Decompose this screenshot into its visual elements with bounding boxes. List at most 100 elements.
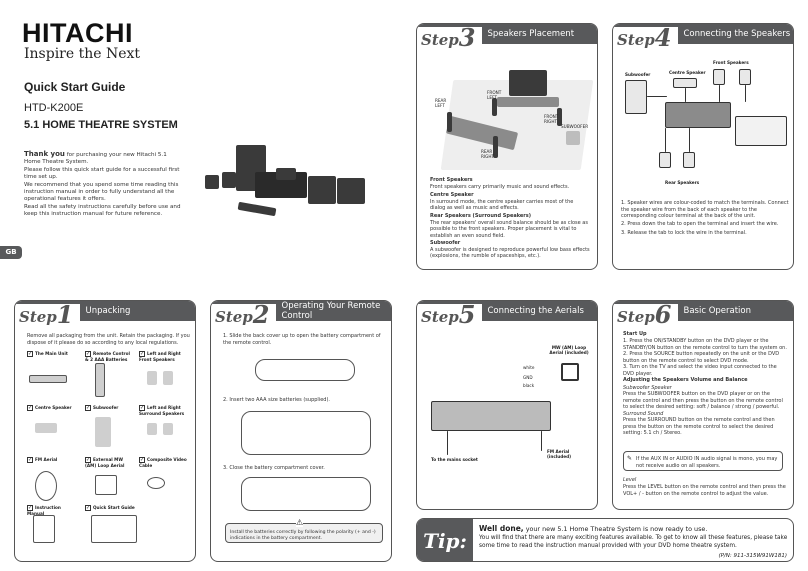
battery-warning: ⚠ Install the batteries correctly by fol… xyxy=(225,518,383,543)
note-icon: ✎ xyxy=(627,455,633,462)
surround-image-r xyxy=(163,423,173,435)
item-quick-guide: ✓Quick Start Guide xyxy=(85,505,135,511)
subwoofer-image xyxy=(95,417,111,447)
adjust-heading: Adjusting the Speakers Volume and Balanc… xyxy=(623,377,748,383)
remote-batteries-image xyxy=(241,411,371,455)
step2-instr-3: 3. Close the battery compartment cover. xyxy=(223,465,325,471)
step4-instr-3: 3. Release the tab to lock the wire in t… xyxy=(621,230,747,236)
step3-badge: Step3 xyxy=(417,26,482,50)
item-front-speakers: ✓Left and Right Front Speakers xyxy=(139,351,181,362)
rear-speakers-text: Rear Speakers (Surround Speakers)The rea… xyxy=(430,213,588,239)
step2-panel: Step2 Operating Your Remote Control 1. S… xyxy=(210,300,392,562)
tip-badge: Tip: xyxy=(417,519,473,561)
step3-panel: Step3 Speakers Placement REAR LEFT FRONT… xyxy=(416,23,598,270)
fm-aerial-image xyxy=(35,471,57,501)
remote-closed-image xyxy=(241,477,371,511)
step5-badge: Step5 xyxy=(417,303,482,327)
model-number: HTD-K200E xyxy=(24,102,84,114)
startup-heading: Start Up xyxy=(623,331,647,337)
level-instr: Press the LEVEL button on the remote con… xyxy=(623,484,786,497)
item-main-unit: ✓The Main Unit xyxy=(27,351,68,357)
step1-header: Step1 Unpacking xyxy=(15,301,195,327)
label-front-speakers: Front Speakers xyxy=(713,60,749,65)
item-remote: ✓Remote Control & 2 AAA Batteries xyxy=(85,351,130,362)
mw-loop-image xyxy=(561,363,579,381)
step2-header: Step2 Operating Your Remote Control xyxy=(211,301,391,327)
step4-instr-2: 2. Press down the tab to open the termin… xyxy=(621,221,779,227)
fm-cable xyxy=(541,431,542,451)
remote-open-image xyxy=(255,359,355,381)
tip-word: Tip: xyxy=(423,529,467,553)
step4-panel: Step4 Connecting the Speakers Front Spea… xyxy=(612,23,794,270)
step1-intro: Remove all packaging from the unit. Reta… xyxy=(27,333,190,346)
label-black: black xyxy=(523,383,535,388)
label-centre-speaker: Centre Speaker xyxy=(669,70,706,75)
step3-header: Step3 Speakers Placement xyxy=(417,24,597,50)
label-rear-left: REAR LEFT xyxy=(435,98,447,108)
system-title: 5.1 HOME THEATRE SYSTEM xyxy=(24,119,178,131)
cover-p3: Read all the safety instructions careful… xyxy=(24,204,181,217)
step6-header: Step6 Basic Operation xyxy=(613,301,793,327)
item-mw-aerial: ✓External MW (AM) Loop Aerial xyxy=(85,457,125,468)
language-tab: GB xyxy=(0,246,22,259)
step4-instr-1: 1. Speaker wires are colour-coded to mat… xyxy=(621,200,789,219)
subwoofer-heading: Subwoofer Speaker xyxy=(623,385,672,391)
manual-image xyxy=(33,515,55,543)
tip-line2: You will find that there are many exciti… xyxy=(479,535,788,549)
step2-instr-1: 1. Slide the back cover up to open the b… xyxy=(223,333,381,346)
step6-title: Basic Operation xyxy=(683,306,752,316)
step6-panel: Step6 Basic Operation Start Up 1. Press … xyxy=(612,300,794,510)
step4-header: Step4 Connecting the Speakers xyxy=(613,24,793,50)
front-speaker-image-l xyxy=(147,371,157,385)
cover-intro: Thank you for purchasing your new Hitach… xyxy=(24,151,184,166)
centre-speaker-image xyxy=(35,423,57,433)
item-subwoofer: ✓Subwoofer xyxy=(85,405,119,411)
item-fm-aerial: ✓FM Aerial xyxy=(27,457,58,463)
thank-rest: for purchasing your new Hitachi 5.1 Home… xyxy=(24,152,167,165)
step1-panel: Step1 Unpacking Remove all packaging fro… xyxy=(14,300,196,562)
tip-rest: your new 5.1 Home Theatre System is now … xyxy=(523,525,708,533)
label-subwoofer-4: Subwoofer xyxy=(625,72,651,77)
part-number: (P/N: 911-315W91W181) xyxy=(718,553,787,559)
label-rear-speakers: Rear Speakers xyxy=(665,180,700,185)
main-unit-image xyxy=(29,375,67,383)
quick-guide-image xyxy=(91,515,137,543)
language-tab-label: GB xyxy=(5,248,17,256)
step1-badge: Step1 xyxy=(15,303,80,327)
label-fm-aerial: FM Aerial (included) xyxy=(547,449,571,459)
warning-icon: ⚠ xyxy=(296,518,304,527)
step3-title: Speakers Placement xyxy=(487,29,575,39)
item-manual: ✓Instruction Manual xyxy=(27,505,61,516)
mono-note: ✎ If the AUX IN or AUDIO IN audio signal… xyxy=(623,451,783,471)
battery-warning-text: Install the batteries correctly by follo… xyxy=(230,530,376,541)
label-gnd: GND xyxy=(523,375,533,380)
thank-bold: Thank you xyxy=(24,150,65,158)
tip-panel: Tip: Well done, your new 5.1 Home Theatr… xyxy=(416,518,794,562)
step5-title: Connecting the Aerials xyxy=(487,306,584,316)
label-mains: To the mains socket xyxy=(431,457,478,462)
step6-badge: Step6 xyxy=(613,303,678,327)
front-speaker-image-r xyxy=(163,371,173,385)
step2-title: Operating Your Remote Control xyxy=(281,301,381,321)
cover-p2: We recommend that you spend some time re… xyxy=(24,182,179,202)
item-video-cable: ✓Composite Video Cable xyxy=(139,457,187,468)
mono-note-text: If the AUX IN or AUDIO IN audio signal i… xyxy=(636,456,778,469)
surround-heading: Surround Sound xyxy=(623,411,664,417)
unit-back-image xyxy=(431,401,551,431)
cover-p1: Please follow this quick start guide for… xyxy=(24,167,180,180)
step4-title: Connecting the Speakers xyxy=(683,29,791,39)
surround-image-l xyxy=(147,423,157,435)
label-rear-right: REAR RIGHT xyxy=(481,149,495,159)
step5-header: Step5 Connecting the Aerials xyxy=(417,301,597,327)
level-heading: Level xyxy=(623,477,637,483)
label-mw-aerial: MW (AM) Loop Aerial (included) xyxy=(549,345,589,355)
brand-tagline: Inspire the Next xyxy=(24,46,141,62)
item-centre-speaker: ✓Centre Speaker xyxy=(27,405,72,411)
remote-image xyxy=(95,363,105,397)
tip-line1: Well done, your new 5.1 Home Theatre Sys… xyxy=(479,525,789,534)
mains-cable xyxy=(447,431,448,455)
label-front-left: FRONT LEFT xyxy=(487,90,502,100)
